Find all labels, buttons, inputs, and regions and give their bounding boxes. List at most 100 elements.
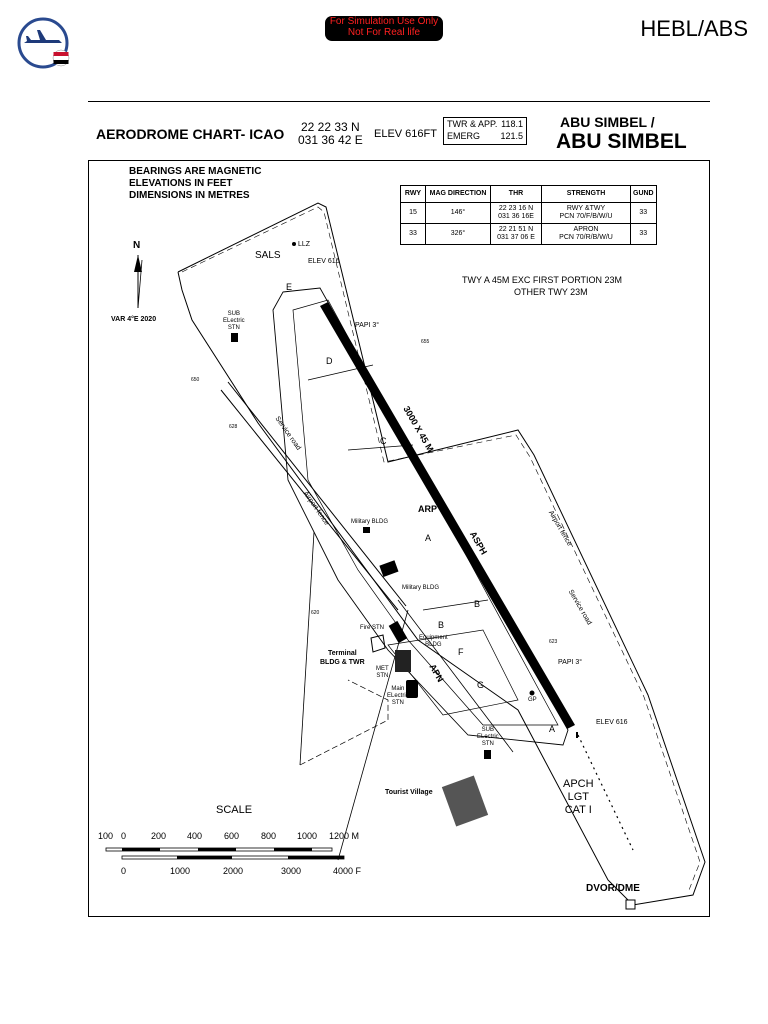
tourist-village — [441, 775, 489, 827]
equipment-bldg — [388, 620, 408, 644]
terminal-label-line: Terminal — [328, 650, 357, 657]
scale-f-tick: 3000 — [281, 866, 302, 876]
twy-e-label: E — [286, 282, 293, 292]
scale-m-tick: 200 — [151, 831, 167, 841]
col-rwy: RWY — [400, 185, 426, 203]
simulation-use-badge: For Simulation Use Only Not For Real lif… — [325, 16, 443, 41]
papi-south-label: PAPI 3° — [558, 659, 583, 666]
cell-mag: 146° — [425, 202, 491, 224]
twy-note-line1: TWY A 45M EXC FIRST PORTION 23M — [462, 275, 623, 285]
twy-b-west-label: B — [438, 620, 445, 630]
twy-c-label: C — [380, 436, 387, 446]
military-bldg-2 — [379, 560, 399, 578]
south-road-line — [337, 609, 409, 861]
fire-stn-label: Fire STN — [360, 625, 384, 631]
north-label: N — [133, 240, 141, 251]
west-fence-line — [220, 389, 399, 611]
aerodrome-map — [105, 202, 706, 910]
fire-stn — [370, 634, 386, 653]
spot-elevation-650: 650 — [191, 377, 200, 383]
tourist-village-label: Tourist Village — [385, 789, 433, 796]
freq-name: EMERG — [447, 131, 481, 141]
thr-lon: 031 37 06 E — [497, 234, 535, 241]
apch-lights — [576, 732, 578, 738]
met-label-line: STN — [376, 673, 389, 679]
airport-fence-inner — [181, 206, 701, 891]
cell-mag: 326° — [425, 223, 491, 245]
aerodrome-coordinates: 22 22 33 N 031 36 42 E — [298, 121, 363, 147]
scale-m-tick: 100 — [98, 831, 114, 841]
airport-fence — [177, 202, 706, 906]
col-mag: MAG DIRECTION — [425, 185, 491, 203]
gp-antenna — [529, 690, 535, 696]
sub-elec-stn-n — [231, 333, 238, 342]
sub-label-line: STN — [227, 325, 240, 331]
aerodrome-name-line2: ABU SIMBEL — [556, 130, 687, 153]
thr-lat: 22 23 16 N — [498, 205, 534, 212]
table-header-row: RWY MAG DIRECTION THR STRENGTH GUND — [400, 185, 657, 203]
apron-area — [387, 629, 519, 716]
sim-badge-line1: For Simulation Use Only — [329, 16, 439, 27]
scale-bar-metres — [105, 847, 333, 852]
thr-lat: 22 21 51 N — [498, 226, 534, 233]
elev-north-label: ELEV 616 — [308, 258, 340, 265]
cell-rwy: 15 — [400, 202, 426, 224]
sub-label-line: STN — [481, 741, 494, 747]
cell-gund: 33 — [630, 202, 657, 224]
scale-f-tick: 4000 F — [333, 866, 362, 876]
twy-a-north-label: A — [425, 533, 432, 543]
gp-label: GP — [528, 697, 537, 703]
apch-label-line: LGT — [567, 791, 589, 803]
col-strength: STRENGTH — [541, 185, 631, 203]
scale-m-tick: 1200 M — [329, 831, 360, 841]
scale-bar-feet — [121, 855, 345, 860]
sub-label-line: ELectric — [223, 318, 245, 324]
sub-label-line: SUB — [481, 727, 495, 733]
freq-value: 121.5 — [500, 131, 523, 141]
strength-pcn: PCN 70/R/B/W/U — [559, 234, 613, 241]
strength-type: RWY &TWY — [566, 205, 606, 212]
aerodrome-elevation: ELEV 616FT — [374, 128, 437, 140]
header-divider — [88, 101, 710, 102]
coord-lat: 22 22 33 N — [301, 120, 360, 134]
military-bldg-2-label: Military BLDG — [402, 585, 440, 591]
dvor-dme-station — [625, 899, 636, 910]
note-elevations: ELEVATIONS IN FEET — [129, 178, 233, 189]
scale-m-tick: 600 — [224, 831, 240, 841]
equipment-label-line: BLDG — [425, 642, 442, 648]
east-road-line — [397, 599, 514, 753]
sub-elec-stn-s — [484, 750, 491, 759]
thr-lon: 031 36 16E — [498, 213, 534, 220]
strength-pcn: PCN 70/F/B/W/U — [559, 213, 613, 220]
dvor-dme-label: DVOR/DME — [586, 883, 640, 894]
spot-elevation-623: 623 — [549, 639, 558, 645]
apch-label-line: APCH — [563, 778, 594, 790]
scale-label: SCALE — [216, 804, 253, 816]
military-bldg-1-label: Military BLDG — [351, 519, 389, 525]
freq-value: 118.1 — [501, 119, 523, 129]
frequency-box: TWR & APP.118.1 EMERG 121.5 — [443, 117, 527, 145]
equipment-label-line: Equipment — [419, 635, 448, 641]
twy-f-label: F — [458, 647, 464, 657]
twy-a-south-label: A — [549, 724, 556, 734]
freq-row: EMERG 121.5 — [447, 130, 526, 142]
strength-type: APRON — [573, 226, 599, 233]
coord-lon: 031 36 42 E — [298, 133, 363, 147]
twy-b-connector — [422, 599, 489, 611]
elev-south-label: ELEV 616 — [596, 719, 628, 726]
freq-name: TWR & APP. — [447, 119, 498, 129]
freq-row: TWR & APP.118.1 — [447, 118, 526, 130]
cell-gund: 33 — [630, 223, 657, 245]
main-elec-label-line: ELectric — [387, 693, 409, 699]
south-boundary-line — [299, 531, 315, 766]
scale-m-tick: 400 — [187, 831, 203, 841]
